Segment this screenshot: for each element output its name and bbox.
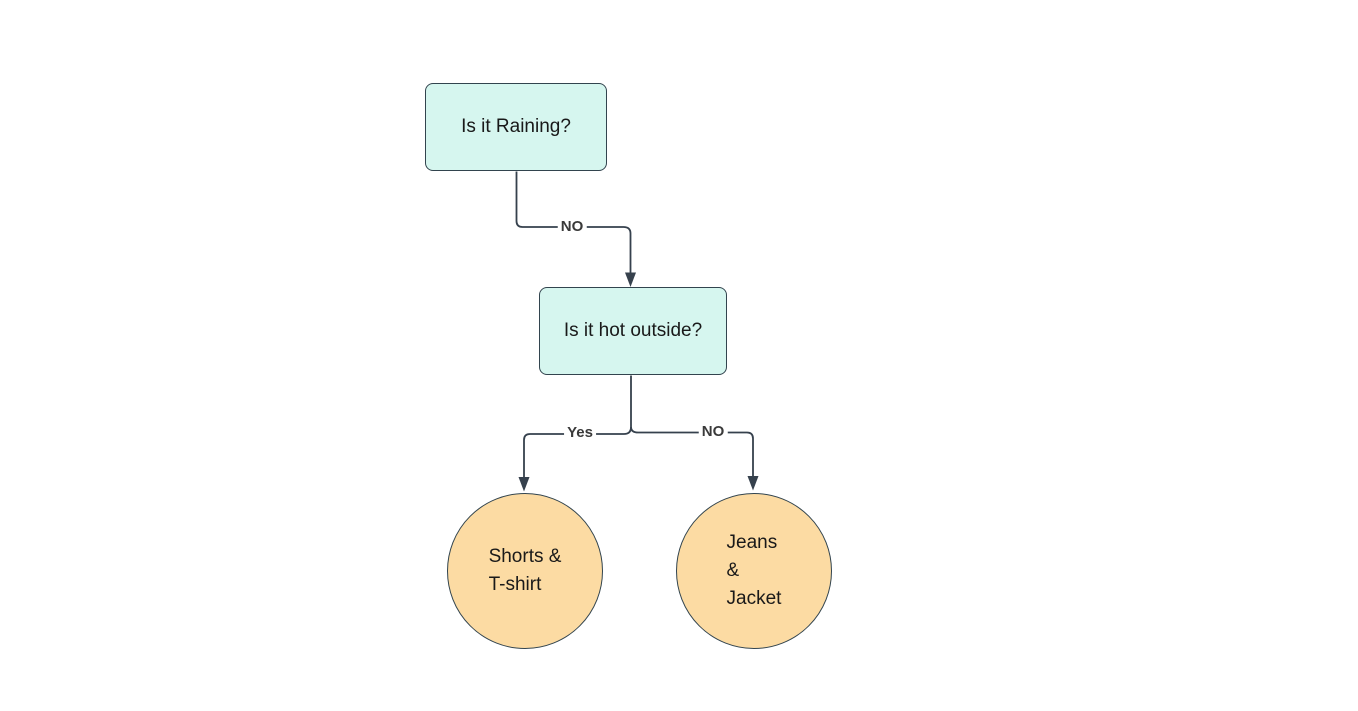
decision-node-is-it-raining: Is it Raining? [425, 83, 607, 171]
decision-node-is-it-hot-outside: Is it hot outside? [539, 287, 727, 375]
outcome-node-label: Shorts & T-shirt [489, 543, 562, 599]
outcome-label-line: Shorts & [488, 546, 562, 567]
outcome-node-label: Jeans & Jacket [727, 529, 782, 613]
outcome-node-jeans-jacket: Jeans & Jacket [676, 493, 832, 649]
arrowhead-into-hot-outside [625, 272, 636, 287]
edge-label-no-hot: NO [698, 423, 728, 441]
outcome-label-line: & [726, 560, 740, 581]
edge-label-yes-hot: Yes [564, 424, 596, 442]
edge-label-no-raining: NO [557, 218, 587, 236]
edge-hot-to-jeans [630, 426, 754, 477]
outcome-label-line: Jeans [726, 532, 778, 553]
outcome-label-line: Jacket [726, 588, 782, 609]
decision-node-label: Is it Raining? [461, 116, 571, 137]
outcome-node-shorts-tshirt: Shorts & T-shirt [447, 493, 603, 649]
arrowhead-into-jeans-jacket [747, 476, 759, 491]
outcome-label-line: T-shirt [488, 574, 542, 595]
arrowhead-into-shorts-tshirt [518, 477, 530, 492]
decision-node-label: Is it hot outside? [563, 320, 703, 341]
